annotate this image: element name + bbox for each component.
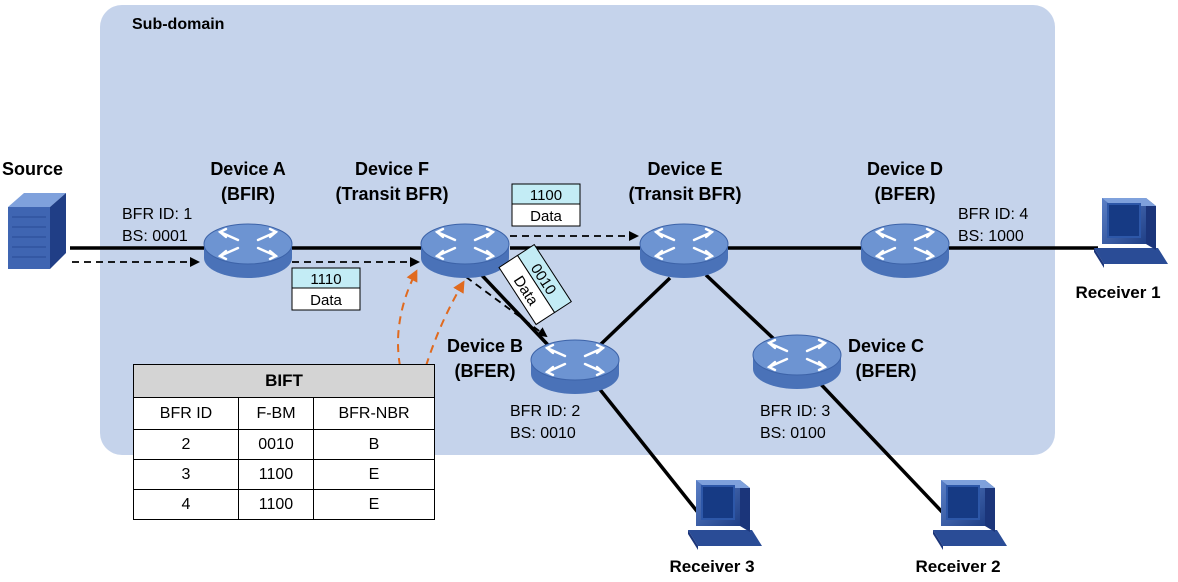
fwd-f-b [465, 276, 548, 338]
device-a-name: Device A [210, 159, 285, 179]
computer-icon [1094, 198, 1168, 268]
computer-icon [933, 480, 1007, 550]
link-e-c [704, 273, 777, 342]
device-e-name: Device E [647, 159, 722, 179]
packet-f-e: 1100 Data [511, 183, 581, 227]
device-a-role: (BFIR) [221, 184, 275, 204]
bift-row: 3 1100 E [133, 459, 435, 490]
bift-cell: 1100 [238, 489, 314, 520]
device-d-bfr-id: BFR ID: 4 [958, 206, 1028, 223]
packet-payload-box [498, 254, 556, 326]
link-e-b [598, 276, 672, 347]
bift-cell: 3 [133, 459, 239, 490]
device-d-name: Device D [867, 159, 943, 179]
device-f-role: (Transit BFR) [335, 184, 448, 204]
lookup-arrow-1 [397, 269, 418, 367]
device-b-bfr-id: BFR ID: 2 [510, 403, 580, 420]
forwarding-arrows [72, 231, 639, 338]
device-c-bfr-id: BFR ID: 3 [760, 403, 830, 420]
device-a-bfr-id: BFR ID: 1 [122, 206, 192, 223]
bift-cell: B [313, 429, 435, 460]
device-b-role: (BFER) [455, 361, 516, 381]
device-b-bs: BS: 0010 [510, 425, 576, 442]
link-b-receiver3 [588, 375, 702, 517]
router-icon [639, 223, 729, 278]
bift-cell: E [313, 489, 435, 520]
lookup-arrow-2 [425, 280, 465, 367]
device-a-bs: BS: 0001 [122, 228, 188, 245]
links [70, 246, 1098, 517]
bift-cell: 2 [133, 429, 239, 460]
device-b-name: Device B [447, 336, 523, 356]
bift-cell: 0010 [238, 429, 314, 460]
packet-bitstring: 1100 [530, 187, 562, 204]
bift-col-header: F-BM [238, 397, 314, 430]
device-c-name: Device C [848, 336, 924, 356]
router-icon [530, 339, 620, 394]
receiver-2-label: Receiver 2 [915, 557, 1000, 576]
router-icon [420, 223, 510, 278]
device-e-role: (Transit BFR) [628, 184, 741, 204]
router-icon [752, 334, 842, 389]
bift-row: 4 1100 E [133, 489, 435, 520]
link-f-b [473, 266, 550, 347]
bift-row: 2 0010 B [133, 429, 435, 460]
source-server-icon [8, 193, 66, 269]
bift-cell: 1100 [238, 459, 314, 490]
link-c-receiver2 [812, 375, 947, 517]
bift-cell: E [313, 459, 435, 490]
bift-col-header: BFR-NBR [313, 397, 435, 430]
subdomain-label: Sub-domain [132, 16, 224, 33]
lookup-arrows [397, 269, 465, 367]
bift-cell: 4 [133, 489, 239, 520]
device-f-name: Device F [355, 159, 429, 179]
packet-payload: Data [310, 292, 342, 309]
packet-payload-box [511, 203, 581, 227]
receiver-3-label: Receiver 3 [669, 557, 754, 576]
device-c-role: (BFER) [856, 361, 917, 381]
receiver-1-label: Receiver 1 [1075, 283, 1160, 302]
bift-col-header: BFR ID [133, 397, 239, 430]
device-d-bs: BS: 1000 [958, 228, 1024, 245]
device-c-bs: BS: 0100 [760, 425, 826, 442]
packet-bitstring: 1110 [310, 271, 341, 288]
router-icon [203, 223, 293, 278]
device-d-role: (BFER) [875, 184, 936, 204]
bift-table: BIFT BFR ID F-BM BFR-NBR 2 0010 B 3 1100… [133, 364, 435, 520]
router-icon [860, 223, 950, 278]
source-label: Source [2, 159, 63, 179]
bift-title: BIFT [133, 364, 435, 398]
packet-a-f: 1110 Data [291, 267, 361, 311]
packet-payload-box [291, 287, 361, 311]
computer-icon [688, 480, 762, 550]
packet-payload: Data [530, 208, 562, 225]
